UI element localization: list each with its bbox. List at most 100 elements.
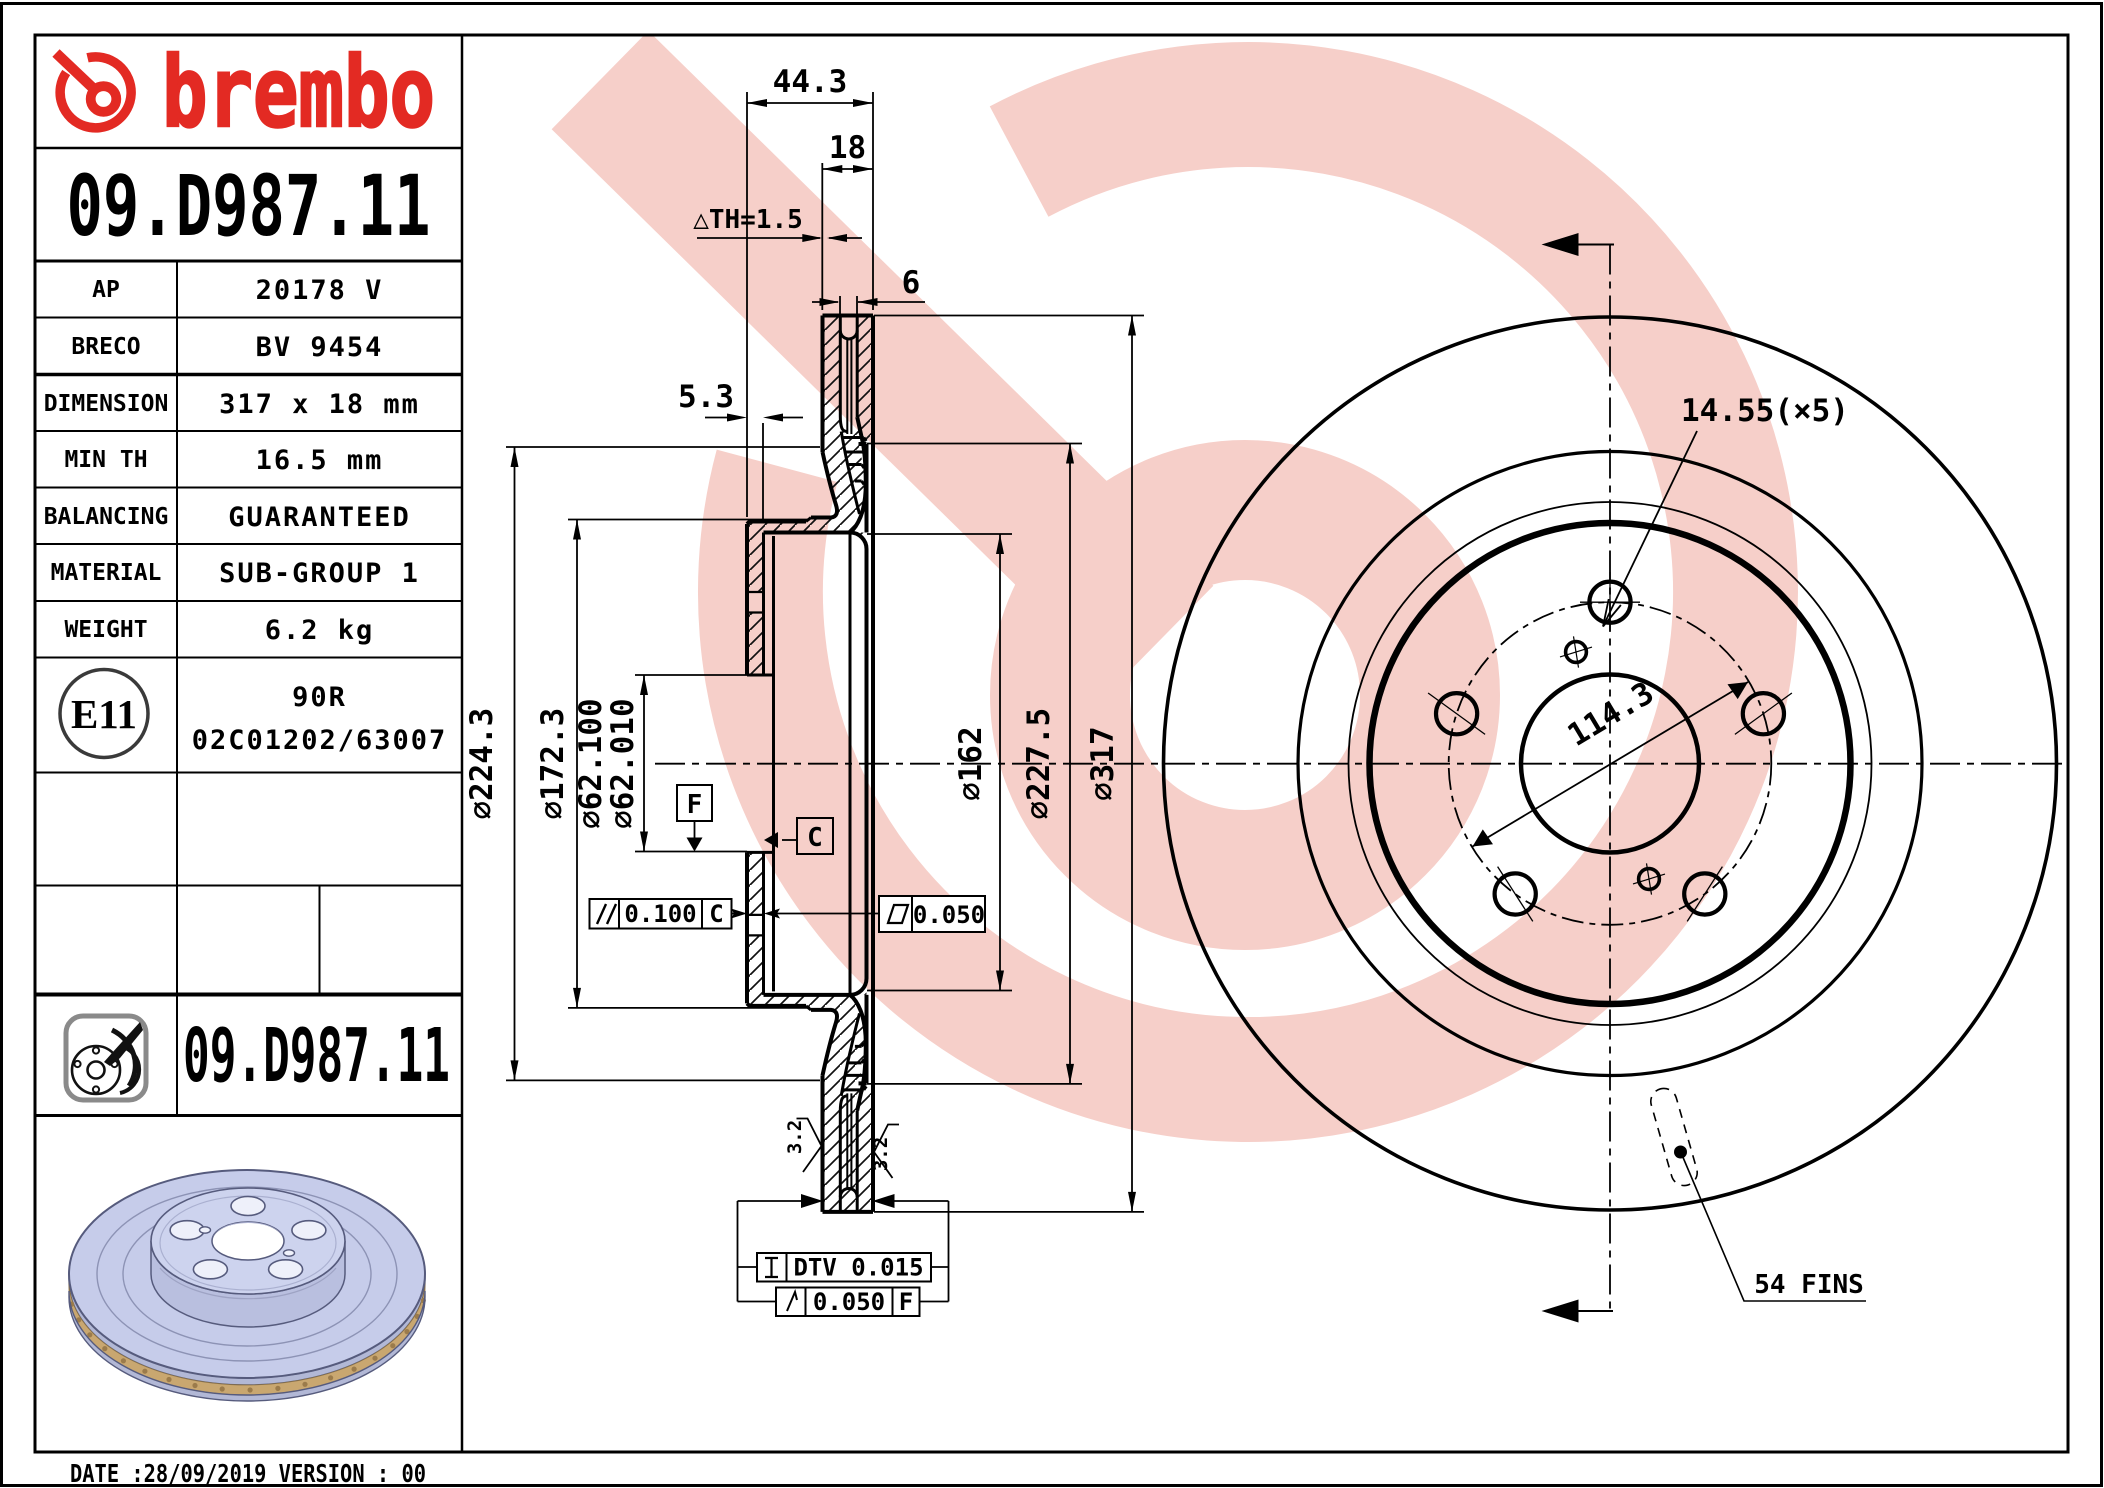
runout-datum: F (899, 1288, 913, 1316)
drawing-path (731, 908, 747, 919)
drawing-circle (1433, 691, 1480, 737)
drawing-path (801, 1194, 895, 1208)
spec-label: MATERIAL (51, 560, 162, 586)
drawing-path (796, 1117, 823, 1173)
drawing-path (802, 234, 847, 242)
drawing-circle (73, 1059, 82, 1069)
extension-lines (506, 92, 1144, 1213)
drawing-ellipse (291, 1219, 327, 1241)
drawing-circle (302, 1381, 308, 1387)
render-vent-dots (69, 1297, 426, 1393)
front-view: 114.3 14.55(×5) 54 FINS (1161, 233, 2059, 1323)
drawing-ellipse (230, 1195, 266, 1217)
dim-th-text: △TH=1.5 (693, 205, 803, 235)
drawing-path (1541, 233, 1579, 256)
drawing-circle (351, 1366, 357, 1372)
approval-line2: 02C01202/63007 (192, 725, 448, 756)
spec-row-breco: BRECO BV 9454 (71, 332, 384, 363)
spec-row-weight: WEIGHT 6.2 kg (64, 615, 372, 646)
drawing-ellipse (192, 1259, 229, 1280)
e11-badge: E11 (71, 691, 137, 737)
drawing-circle (1563, 639, 1589, 665)
drawing-path (1602, 598, 1622, 628)
drawing-path (1727, 682, 1748, 700)
spec-label: MIN TH (64, 447, 147, 473)
spec-label: DIMENSION (44, 391, 169, 417)
drawing-path (640, 675, 648, 852)
dim-dia-62lo-text: ∅62.010 (605, 698, 641, 829)
runout-icon (786, 1288, 798, 1312)
drawing-line (1427, 692, 1486, 735)
drawing-rect (796, 817, 834, 855)
drawing-rect (33, 33, 2070, 1454)
dtv-value: DTV 0.015 (793, 1254, 923, 1282)
date-version-footer: DATE :28/09/2019 VERSION : 00 (70, 1459, 426, 1488)
rotation-arrow-top (1541, 233, 1614, 256)
drawing-circle (102, 1346, 108, 1352)
dim-dia-172-text: ∅172.3 (535, 708, 571, 820)
spec-label: BRECO (71, 334, 140, 360)
drawing-rect (1650, 1087, 1698, 1187)
render-face-ring (96, 1186, 398, 1362)
dim-6: 6 (812, 265, 925, 306)
dim-dia-224: ∅224.3 (464, 447, 519, 1081)
disc-tool-icon (63, 1013, 149, 1103)
flatness-icon (886, 903, 910, 925)
brembo-logo-mark (52, 49, 136, 133)
drawing-circle (85, 81, 122, 117)
drawing-circle (219, 1386, 225, 1392)
fins-text: 54 FINS (1754, 1270, 1864, 1300)
drawing-line (52, 49, 99, 94)
drawing-path (68, 1290, 426, 1402)
spec-value: BV 9454 (256, 332, 384, 363)
dim-dia-227: ∅227.5 (1021, 443, 1074, 1084)
spec-label: BALANCING (44, 504, 169, 530)
drawing-line (1497, 866, 1534, 922)
drawing-circle (328, 1375, 334, 1381)
render-bore (211, 1221, 285, 1261)
dim-dia-62: ∅62.100 ∅62.010 (573, 675, 648, 852)
spec-label: WEIGHT (64, 617, 147, 643)
drawing-circle (1636, 866, 1662, 892)
bolt-holes-text: 14.55(×5) (1681, 393, 1849, 429)
drawing-circle (275, 1385, 281, 1391)
drawing-line (1602, 430, 1698, 627)
spec-value: GUARANTEED (228, 502, 411, 533)
tol-flat-value: 0.050 (913, 901, 985, 929)
vertical-centerline (1541, 233, 1614, 1323)
spec-label: AP (92, 277, 120, 303)
disc-icon-drawing (70, 1027, 142, 1096)
spec-value: 317 x 18 mm (219, 389, 420, 420)
drawing-path (697, 42, 1798, 1142)
drawing-path (1472, 829, 1493, 847)
drawing-circle (404, 1329, 410, 1335)
drawing-circle (87, 1332, 93, 1338)
drawing-line (1686, 866, 1723, 922)
tol-parallel-value: 0.100 (624, 900, 696, 928)
spec-row-min-th: MIN TH 16.5 mm (64, 445, 381, 476)
dim-18: 18 (822, 130, 873, 173)
drawing-circle (142, 1368, 148, 1374)
fin-detail (1650, 1087, 1698, 1187)
spec-row-material: MATERIAL SUB-GROUP 1 (51, 558, 418, 589)
dim-dia-224-text: ∅224.3 (464, 708, 500, 820)
brembo-logo: brembo (52, 35, 436, 150)
rotation-arrow-bottom (1541, 1299, 1613, 1323)
drawing-path (55, 52, 136, 133)
drawing-path (110, 1027, 138, 1088)
dim-44-3: 44.3 (747, 64, 873, 107)
drawing-ellipse (267, 1259, 304, 1280)
datum-f: F (676, 784, 713, 852)
drawing-path (822, 165, 873, 173)
drawing-circle (192, 1382, 198, 1389)
dim-dia-162: ∅162 (953, 534, 1004, 991)
runout-value: 0.050 (813, 1288, 885, 1316)
dim-dia-317: ∅317 (1085, 315, 1136, 1212)
dim-dia-317-text: ∅317 (1085, 726, 1121, 801)
tol-flatness-frame: 0.050 (764, 895, 986, 933)
e11-circle-icon (58, 667, 150, 760)
dim-thickness-text: 18 (829, 130, 866, 166)
